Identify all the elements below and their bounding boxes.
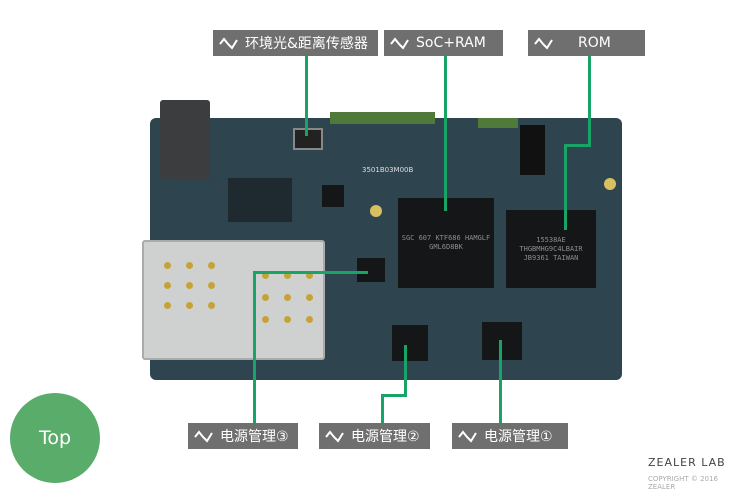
waveform-icon (194, 430, 213, 443)
connector (520, 125, 545, 175)
waveform-icon (534, 37, 553, 50)
watermark-logo: ZEALER LAB (648, 456, 726, 469)
watermark-copyright: COPYRIGHT © 2016 ZEALER (648, 475, 718, 491)
pmic3-leader (253, 271, 256, 423)
rom-leader (564, 144, 567, 230)
antenna-contact (330, 112, 435, 124)
waveform-icon (219, 37, 238, 50)
rom-chip: 15538AE THGBMHG9C4LBAIR JB9361 TAIWAN (506, 210, 596, 288)
small-chip (322, 185, 344, 207)
label-pmic1-text: 电源管理① (484, 429, 553, 445)
mount-hole (370, 205, 382, 217)
headphone-jack (160, 100, 210, 180)
label-soc-text: SoC+RAM (416, 35, 486, 51)
board-model: 3501B03M00B (362, 166, 414, 174)
label-pmic2-text: 电源管理② (351, 429, 420, 445)
label-pmic3: 电源管理③ (188, 423, 298, 449)
soc-leader (444, 56, 447, 211)
label-pmic1: 电源管理① (452, 423, 568, 449)
sensor-leader (305, 56, 308, 136)
label-sensor: 环境光&距离传感器 (213, 30, 378, 56)
pmic1-leader (499, 340, 502, 423)
pmic1-chip (482, 322, 522, 360)
label-sensor-text: 环境光&距离传感器 (245, 36, 368, 52)
label-rom: ROM (528, 30, 645, 56)
waveform-icon (390, 37, 409, 50)
pmic2-leader (381, 394, 407, 397)
pmic2-leader (381, 394, 384, 423)
waveform-icon (458, 430, 477, 443)
pmic3-leader (253, 271, 368, 274)
label-soc: SoC+RAM (384, 30, 503, 56)
side-badge: Top (10, 393, 100, 483)
pmic2-leader (404, 345, 407, 397)
antenna-contact (478, 118, 518, 128)
soc-chip: SGC 607 KTF686 HAMGLF GML6D8BK (398, 198, 494, 288)
sim-tray (142, 240, 325, 360)
waveform-icon (325, 430, 344, 443)
label-pmic3-text: 电源管理③ (220, 429, 289, 445)
mount-hole (604, 178, 616, 190)
label-pmic2: 电源管理② (319, 423, 430, 449)
label-rom-text: ROM (578, 35, 611, 51)
rom-leader (588, 56, 591, 146)
sensor-component (293, 128, 323, 150)
pmic2-chip (392, 325, 428, 361)
pmic3-chip (357, 258, 385, 282)
rom-leader (564, 144, 591, 147)
label-sticker (228, 178, 292, 222)
